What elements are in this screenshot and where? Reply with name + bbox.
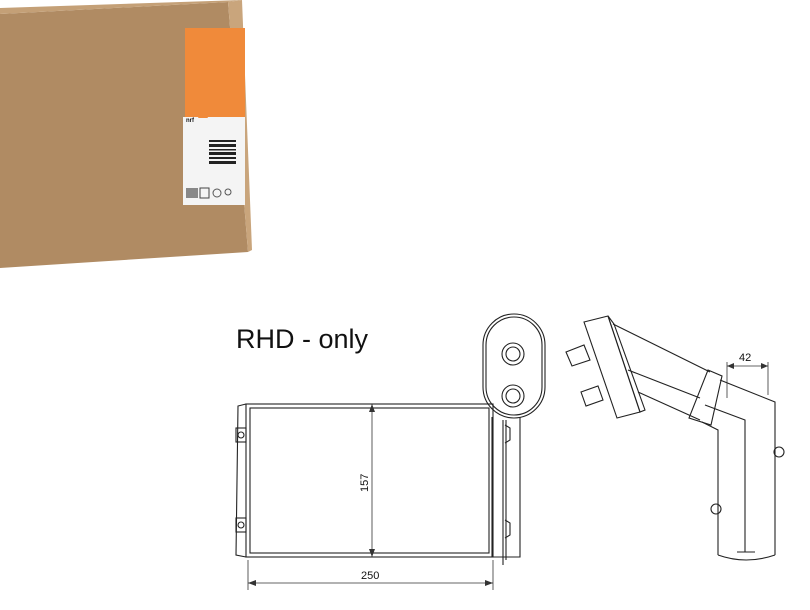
- cardboard-box: nrf: [0, 0, 252, 268]
- width-dimension-label: 250: [361, 570, 379, 582]
- info-icon: [224, 188, 232, 196]
- recycle-icon: [212, 188, 222, 198]
- depth-dimension-label: 42: [739, 352, 751, 364]
- orange-label: [185, 28, 245, 118]
- small-barcode: [186, 188, 198, 198]
- height-dimension-label: 157: [359, 474, 371, 492]
- eac-mark: [199, 187, 210, 199]
- rhd-only-note: RHD - only: [236, 324, 369, 354]
- front-view-drawing: [235, 403, 494, 590]
- side-view-drawing: [482, 313, 546, 565]
- barcode: [209, 140, 236, 164]
- brand-logo: nrf: [186, 118, 195, 124]
- angled-view-drawing: [565, 315, 785, 561]
